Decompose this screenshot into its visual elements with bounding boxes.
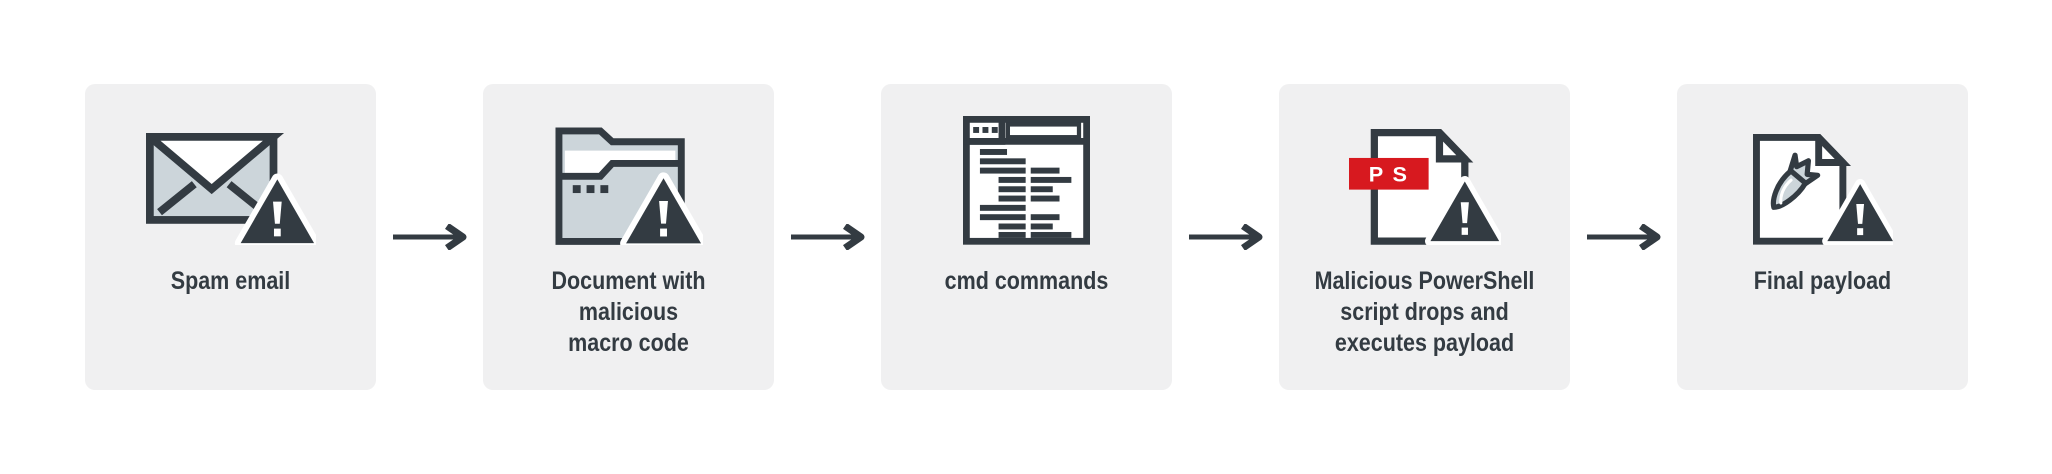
step-label: Spam email (170, 267, 291, 295)
step-card-spam-email: Spam email (85, 84, 376, 390)
payload-bomb-file-icon (1752, 134, 1893, 245)
step-icon-area (881, 84, 1172, 245)
bomb-icon (1770, 152, 1820, 211)
warning-triangle-icon (1821, 179, 1893, 245)
ps-badge-label: P S (1368, 162, 1408, 187)
step-icon-area: P S (1279, 84, 1570, 245)
ps-badge (1348, 158, 1429, 190)
warning-triangle-icon (619, 171, 703, 245)
powershell-file-warning-icon: P S (1348, 129, 1501, 245)
envelope-warning-icon (145, 132, 316, 245)
step-card-cmd-commands: cmd commands (881, 84, 1172, 390)
flow-arrow-icon (1189, 224, 1263, 250)
warning-triangle-icon (1424, 176, 1501, 245)
step-label: Final payload (1753, 267, 1892, 295)
flow-arrow-icon (791, 224, 865, 250)
step-icon-area (85, 84, 376, 245)
step-card-final-payload: Final payload (1677, 84, 1968, 390)
code-lines (979, 149, 1072, 239)
step-icon-area (1677, 84, 1968, 245)
cmd-window-icon (963, 116, 1090, 245)
step-label: Malicious PowerShell script drops and ex… (1314, 267, 1535, 357)
step-icon-area (483, 84, 774, 245)
step-label: cmd commands (944, 267, 1109, 295)
warning-triangle-icon (234, 173, 316, 245)
flow-arrow-icon (1587, 224, 1661, 250)
folder-warning-icon (554, 127, 703, 245)
flow-arrow-icon (393, 224, 467, 250)
step-card-malicious-document: Document with malicious macro code (483, 84, 774, 390)
step-card-powershell-script: P S Malicious PowerShell script drops an… (1279, 84, 1570, 390)
step-label: Document with malicious macro code (551, 267, 706, 357)
